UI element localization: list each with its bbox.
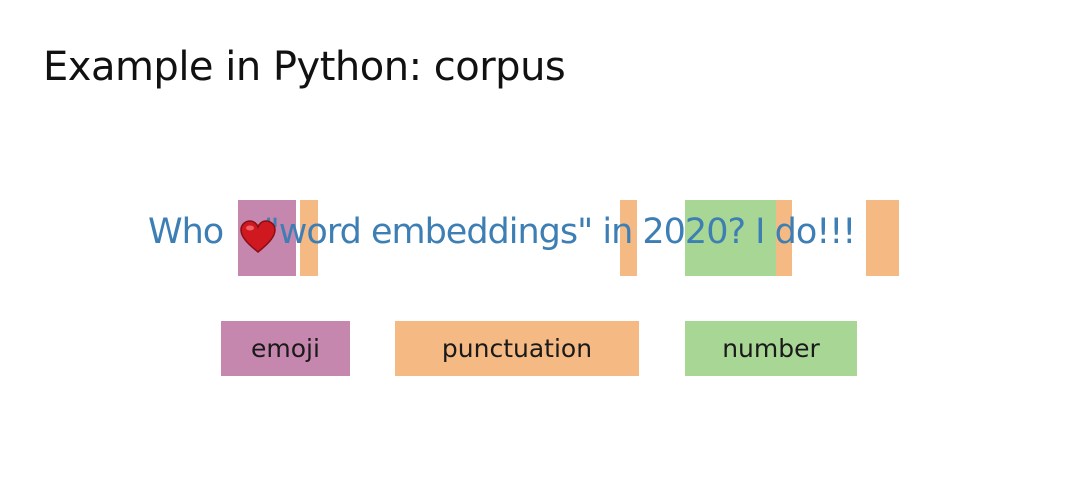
punctuation-highlight-close-quote xyxy=(620,200,637,276)
red-heart-icon xyxy=(240,220,276,253)
legend-number: number xyxy=(685,321,857,376)
legend-emoji: emoji xyxy=(221,321,350,376)
punctuation-highlight-question-mark xyxy=(776,200,792,276)
punctuation-highlight-exclamations xyxy=(866,200,899,276)
legend-punctuation: punctuation xyxy=(395,321,639,376)
slide-title: Example in Python: corpus xyxy=(43,44,566,90)
punctuation-highlight-open-quote xyxy=(300,200,318,276)
number-highlight xyxy=(685,200,776,276)
